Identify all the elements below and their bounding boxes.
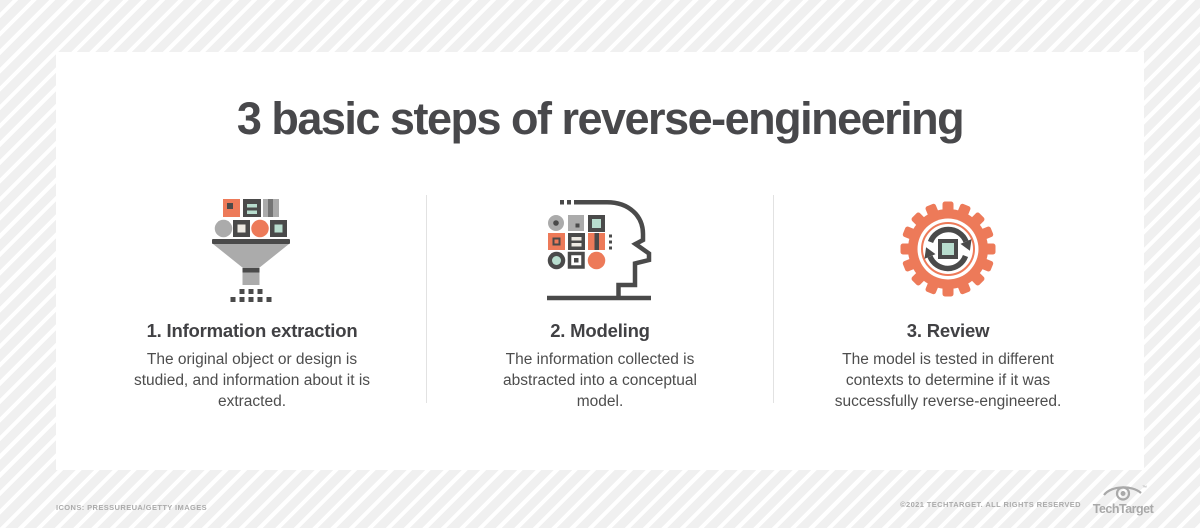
step-heading: 3. Review — [906, 320, 990, 341]
page-title: 3 basic steps of reverse-engineering — [236, 93, 965, 144]
step-description: The model is tested in different context… — [834, 351, 1062, 410]
logo-wordmark: TechTarget — [1093, 502, 1155, 516]
infographic-card: 3 basic steps of reverse-engineering — [56, 52, 1144, 470]
step-heading: 2. Modeling — [550, 320, 650, 341]
step-description: The original object or design is studied… — [133, 351, 371, 410]
footer-right: ©2021 TECHTARGET. ALL RIGHTS RESERVED ™ … — [900, 482, 1156, 516]
funnel-extraction-icon — [212, 199, 290, 302]
step-heading: 1. Information extraction — [146, 320, 358, 341]
logo-tm-mark: ™ — [1142, 485, 1147, 491]
column-divider — [426, 195, 427, 403]
icon-credits: ICONS: PRESSUREUA/GETTY IMAGES — [56, 503, 208, 512]
step-modeling: 2. Modeling The information collected is… — [440, 188, 760, 412]
head-profile-modeling-icon — [547, 199, 652, 301]
gear-refresh-review-icon — [900, 201, 996, 297]
techtarget-logo: ™ TechTarget — [1093, 485, 1155, 516]
step-information-extraction: 1. Information extraction The original o… — [92, 188, 412, 412]
column-divider — [773, 195, 774, 403]
step-description: The information collected is abstracted … — [503, 351, 697, 410]
copyright-notice: ©2021 TECHTARGET. ALL RIGHTS RESERVED — [900, 500, 1081, 509]
step-review: 3. Review The model is tested in differe… — [788, 188, 1108, 412]
